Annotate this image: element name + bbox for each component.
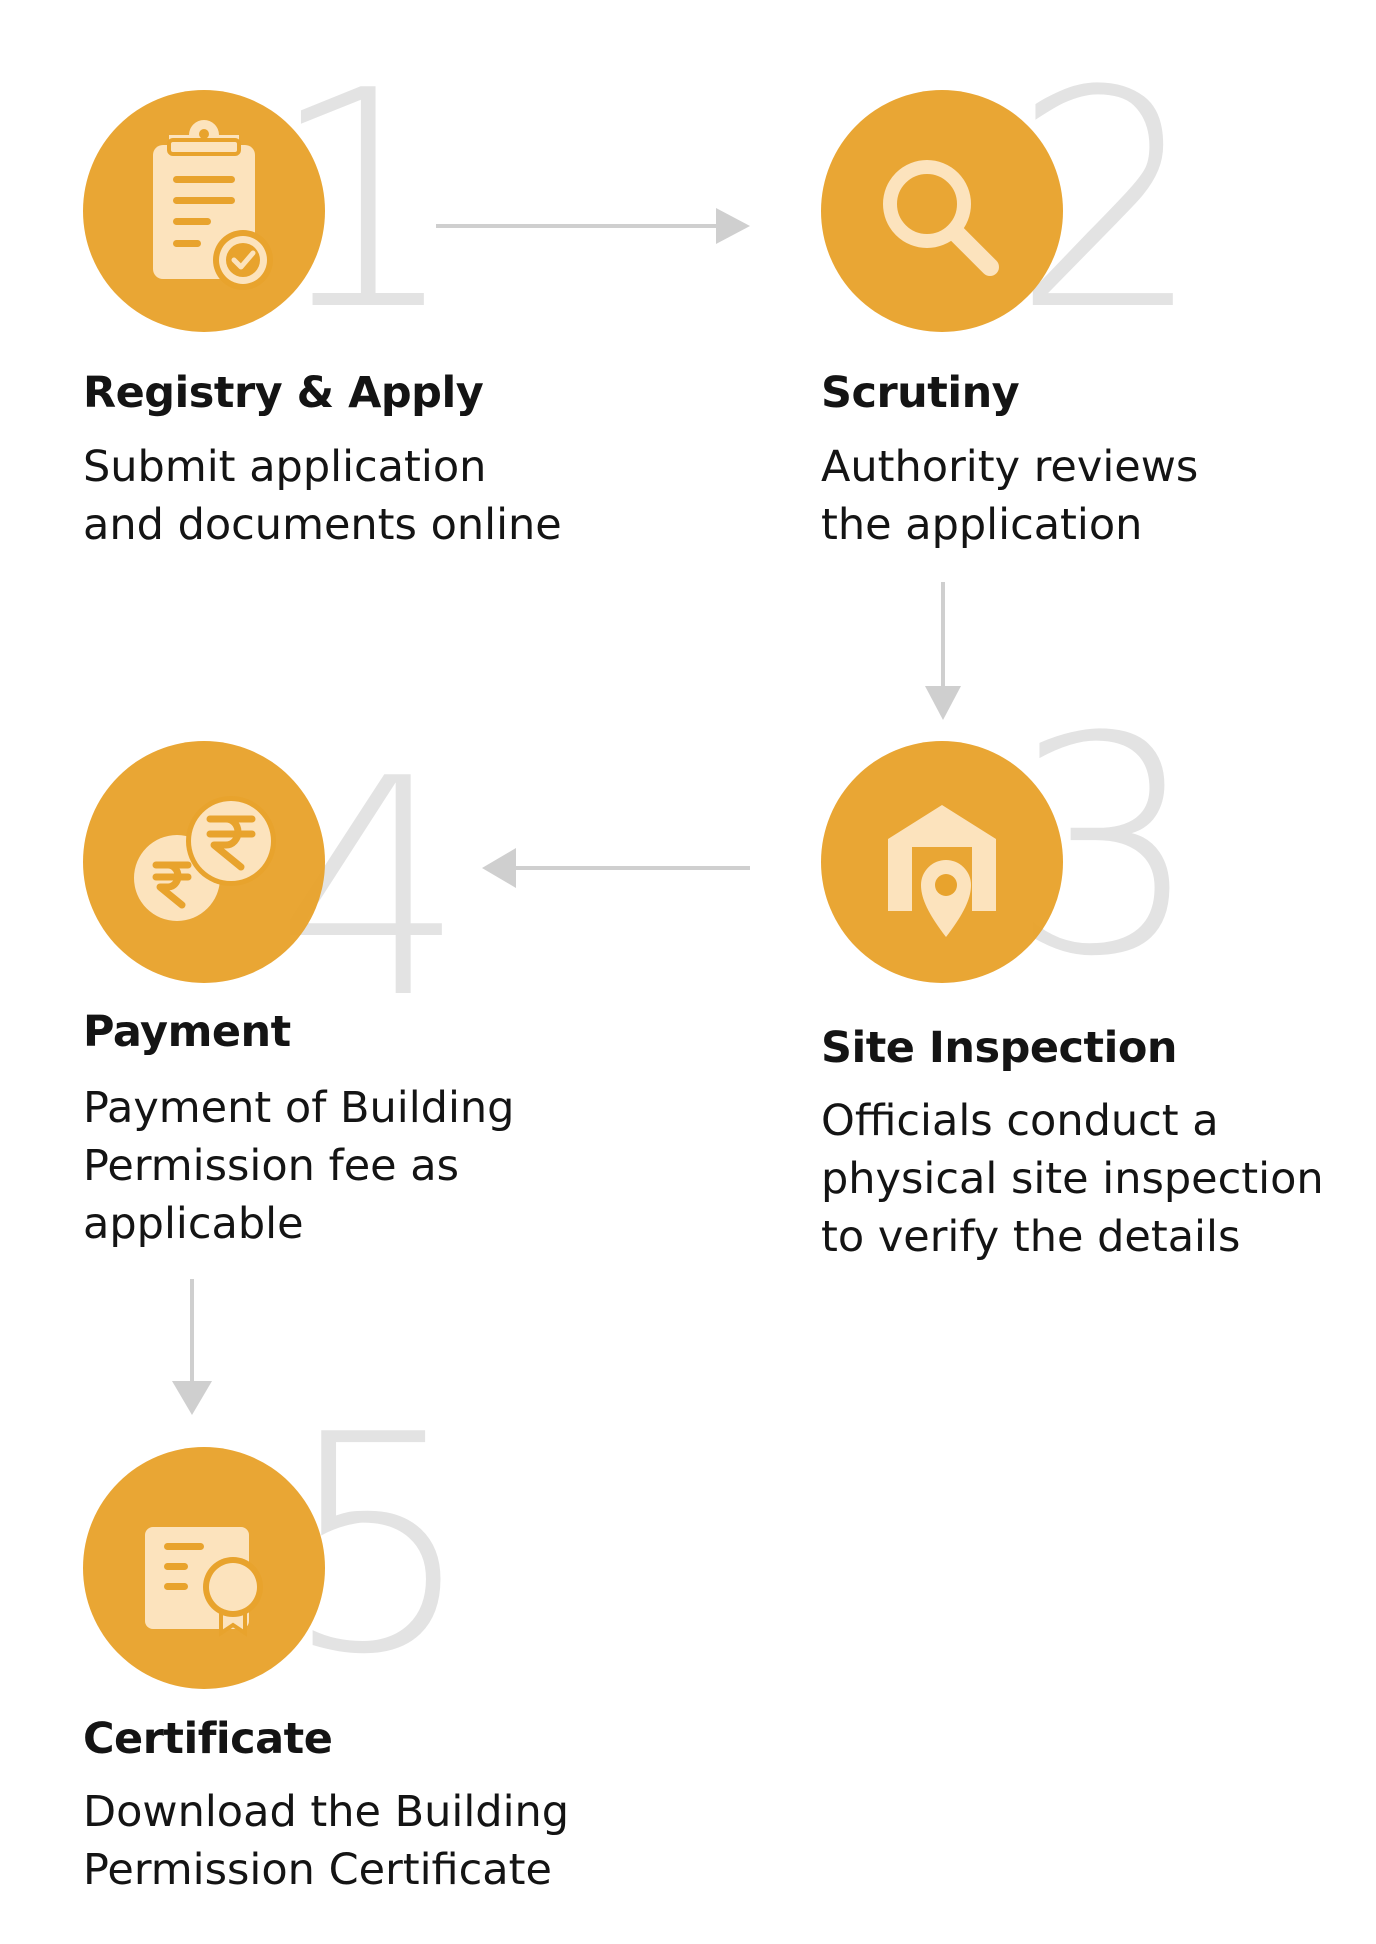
step-2-circle [821,90,1063,332]
clipboard-check-icon [153,120,273,290]
step-4-description: Payment of Building Permission fee as ap… [83,1083,515,1249]
site-location-icon [888,805,996,937]
step-1-title: Registry & Apply [83,368,484,418]
certificate-icon [145,1527,263,1637]
rupee-coins-icon [134,796,276,921]
arrow-step4-to-step5 [172,1279,212,1415]
step-5-circle [83,1447,325,1689]
step-1-circle [83,90,325,332]
step-5-title: Certificate [83,1714,333,1764]
arrow-step2-to-step3 [925,582,961,720]
step-4-circle [83,741,325,983]
step-4-title: Payment [83,1007,291,1057]
step-3-description: Officials conduct a physical site inspec… [821,1096,1324,1262]
step-3-title: Site Inspection [821,1023,1177,1073]
magnifier-icon [883,160,999,276]
step-3-circle [821,741,1063,983]
arrow-step1-to-step2 [436,208,750,244]
step-5-description: Download the Building Permission Certifi… [83,1787,570,1895]
step-1-description: Submit application and documents online [83,442,562,550]
step-2-description: Authority reviews the application [821,442,1199,550]
step-2-title: Scrutiny [821,368,1020,418]
arrow-step3-to-step4 [482,848,750,888]
